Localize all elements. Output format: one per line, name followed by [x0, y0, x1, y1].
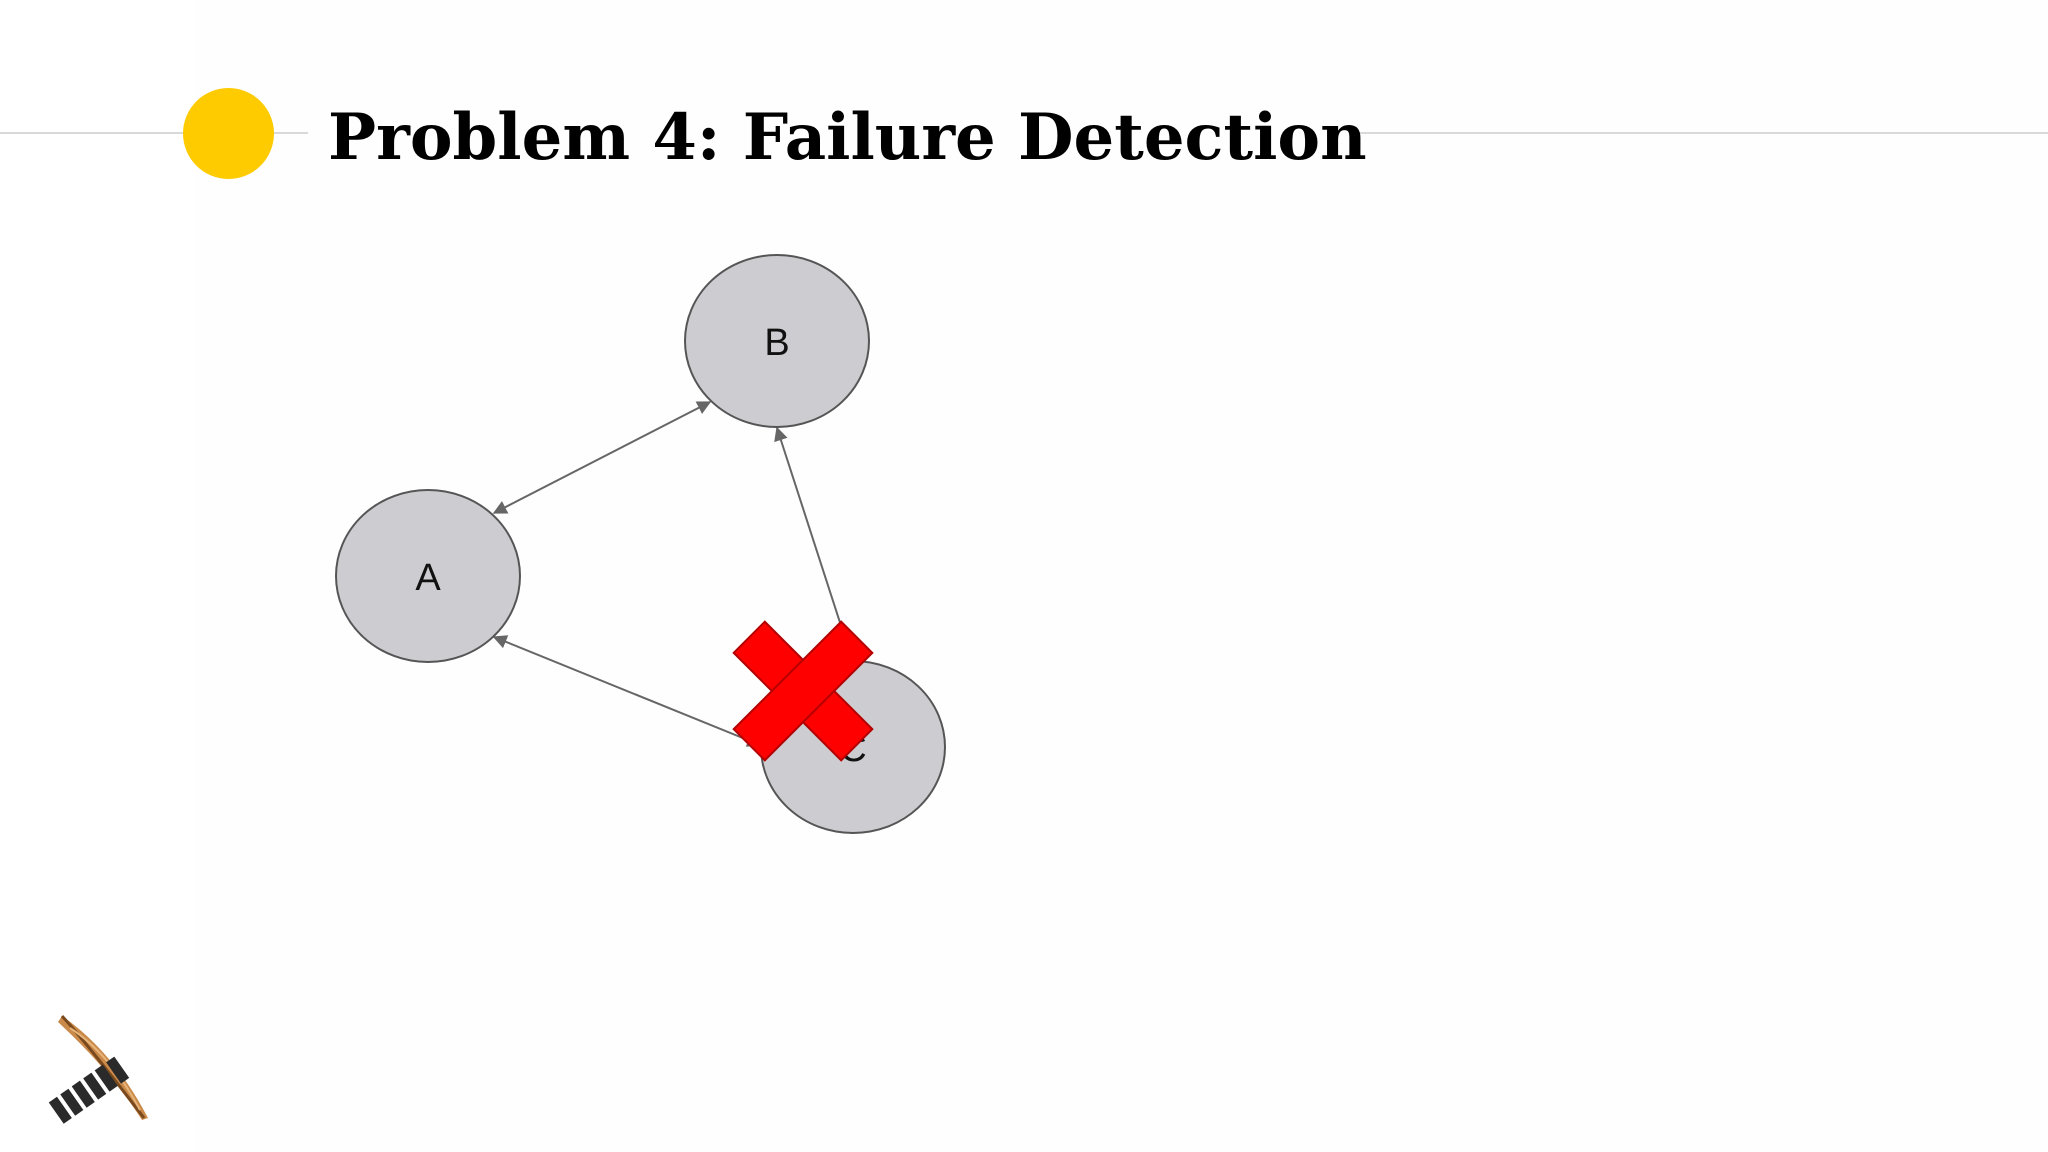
node-a: A — [335, 489, 521, 663]
node-b: B — [684, 254, 870, 428]
feather-logo-icon — [48, 1014, 148, 1124]
slide-title: Problem 4: Failure Detection — [328, 100, 1367, 175]
title-bullet-dot — [183, 88, 274, 179]
node-b-label: B — [764, 322, 789, 364]
edge-a-c — [492, 635, 762, 747]
header-rule-right — [1356, 132, 2048, 134]
header-rule-left — [0, 132, 308, 134]
red-x-icon — [732, 620, 874, 762]
edge-a-b — [492, 401, 712, 514]
left-margin-band — [0, 0, 196, 1152]
node-a-label: A — [415, 557, 441, 599]
edge-c-b — [774, 426, 846, 639]
